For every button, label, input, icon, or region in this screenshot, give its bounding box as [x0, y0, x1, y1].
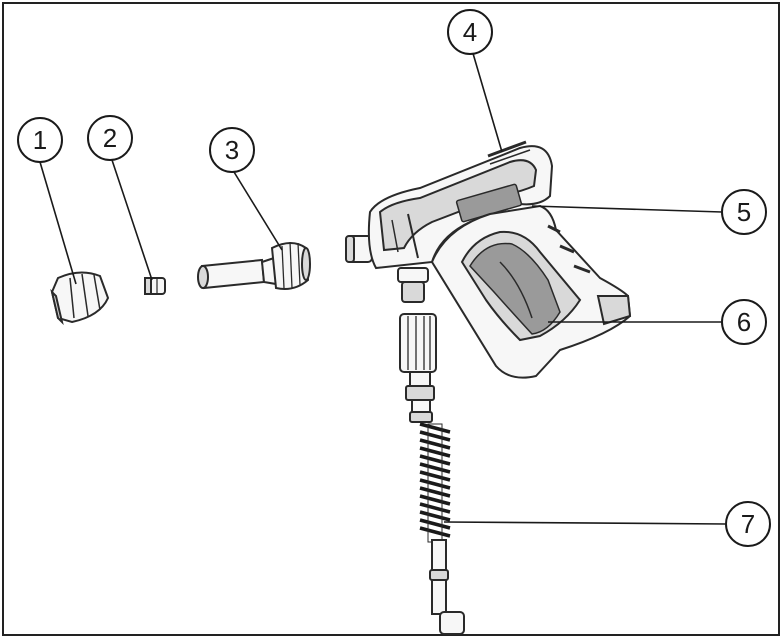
callout-number: 1	[33, 125, 47, 155]
callout-number: 7	[741, 509, 755, 539]
callout-number: 5	[737, 197, 751, 227]
part-spray-gun	[345, 140, 632, 379]
leader-line-7	[443, 521, 727, 525]
callout-1: 1	[17, 117, 63, 163]
part-lance-wand	[399, 313, 465, 635]
callout-number: 6	[737, 307, 751, 337]
part-nozzle-cap	[50, 271, 110, 326]
callout-5: 5	[721, 189, 767, 235]
callout-7: 7	[725, 501, 771, 547]
callout-number: 2	[103, 123, 117, 153]
leader-line-3	[233, 171, 283, 251]
leader-line-4	[471, 49, 503, 153]
part-small-fitting	[144, 277, 166, 295]
part-nozzle-adapter	[197, 241, 311, 290]
callout-4: 4	[447, 9, 493, 55]
callout-6: 6	[721, 299, 767, 345]
leader-line-5	[531, 205, 723, 213]
callout-3: 3	[209, 127, 255, 173]
callout-2: 2	[87, 115, 133, 161]
callout-number: 3	[225, 135, 239, 165]
leader-line-2	[111, 159, 153, 281]
callout-number: 4	[463, 17, 477, 47]
leader-line-1	[39, 161, 77, 285]
